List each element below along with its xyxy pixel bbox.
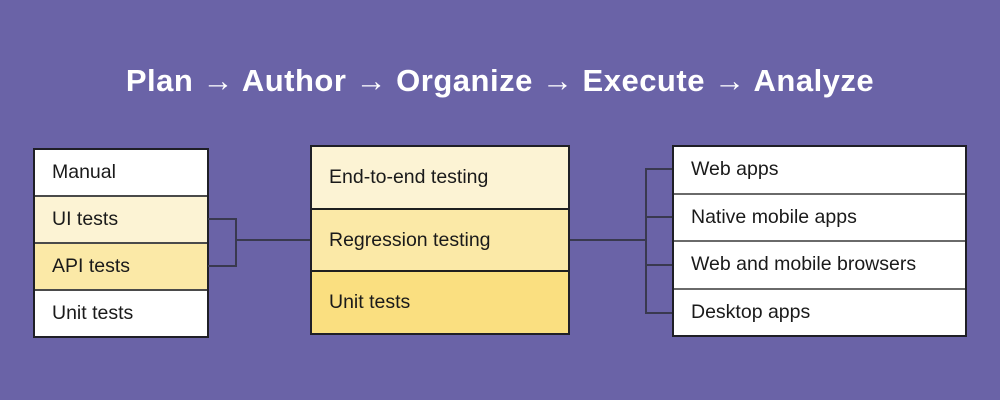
- connector-line: [235, 239, 310, 241]
- list-item-label: Unit tests: [52, 302, 134, 324]
- list-item: Desktop apps: [674, 287, 965, 335]
- list-item-label: API tests: [52, 255, 131, 277]
- connector-line: [570, 239, 647, 241]
- connector-bracket: [645, 168, 647, 314]
- list-item-label: Native mobile apps: [691, 205, 857, 228]
- page-title: Plan → Author → Organize → Execute → Ana…: [125, 63, 875, 98]
- list-item-label: Manual: [52, 161, 116, 183]
- list-item: Manual: [35, 150, 207, 195]
- list-item-label: Web and mobile browsers: [691, 253, 917, 276]
- list-item-label: Unit tests: [329, 291, 411, 314]
- list-item-label: Desktop apps: [691, 300, 811, 323]
- connector-line: [208, 265, 237, 267]
- list-item-label: UI tests: [52, 208, 119, 230]
- test-categories-box: Manual UI tests API tests Unit tests: [33, 148, 209, 338]
- connector-line: [645, 264, 672, 266]
- platforms-box: Web apps Native mobile apps Web and mobi…: [672, 145, 967, 337]
- list-item: Web and mobile browsers: [674, 240, 965, 288]
- list-item: API tests: [35, 242, 207, 289]
- testing-types-box: End-to-end testing Regression testing Un…: [310, 145, 570, 335]
- list-item: Native mobile apps: [674, 192, 965, 240]
- connector-bracket: [235, 218, 237, 267]
- list-item: Unit tests: [35, 289, 207, 336]
- list-item-label: Web apps: [691, 158, 779, 181]
- list-item: UI tests: [35, 195, 207, 242]
- connector-line: [645, 216, 672, 218]
- list-item-label: End-to-end testing: [329, 165, 489, 188]
- list-item: Regression testing: [312, 207, 568, 271]
- list-item: End-to-end testing: [312, 147, 568, 208]
- list-item: Unit tests: [312, 270, 568, 334]
- connector-line: [208, 218, 237, 220]
- list-item-label: Regression testing: [329, 228, 491, 251]
- connector-line: [645, 168, 672, 170]
- connector-line: [645, 312, 672, 314]
- list-item: Web apps: [674, 147, 965, 193]
